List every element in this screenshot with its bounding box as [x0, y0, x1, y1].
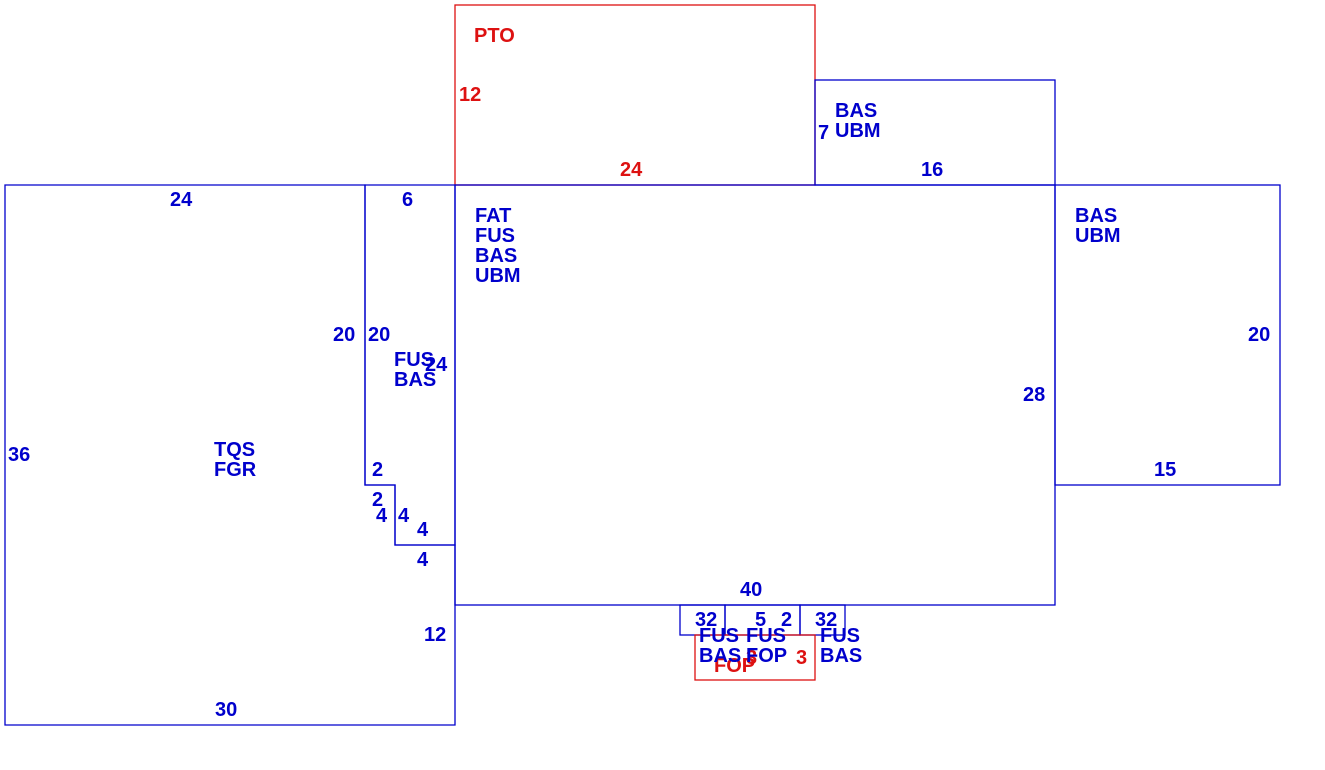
bay-middle-dimension-b: 2 — [781, 609, 792, 631]
strip-step-a-dimension: 2 — [372, 459, 383, 481]
bay-right-code-2: BAS — [820, 645, 862, 667]
fop-dimension-b: 3 — [796, 647, 807, 669]
bay-right-dimension: 32 — [815, 609, 837, 631]
bas-right-code-2: UBM — [1075, 225, 1121, 247]
bas-right-width-dimension: 15 — [1154, 459, 1176, 481]
strip-code-1: FUS — [394, 349, 434, 371]
main-code-2: FUS — [475, 225, 515, 247]
main-area-outline — [454, 184, 1056, 606]
bay-middle-code-1: FUS — [746, 625, 786, 647]
fop-dimension-a: 3 — [746, 647, 757, 669]
pto-width-dimension: 24 — [620, 159, 643, 181]
bas-top-width-dimension: 16 — [921, 159, 943, 181]
strip-top-dimension: 6 — [402, 189, 413, 211]
main-code-4: UBM — [475, 265, 521, 287]
fop-code-label: FOP — [714, 655, 755, 677]
garage-left-dimension: 36 — [8, 444, 30, 466]
bas-right-area-outline — [1054, 184, 1281, 486]
strip-step-d-dimension: 4 — [398, 505, 410, 527]
bas-right-height-dimension: 20 — [1248, 324, 1270, 346]
garage-bottom-dimension: 30 — [215, 699, 237, 721]
strip-area-outline — [364, 184, 456, 546]
main-code-1: FAT — [475, 205, 511, 227]
garage-inner-dimension: 20 — [333, 324, 355, 346]
garage-right-lower-dimension: 12 — [424, 624, 446, 646]
strip-step-f-dimension: 4 — [417, 549, 429, 571]
main-code-3: BAS — [475, 245, 517, 267]
bay-left-dimension: 32 — [695, 609, 717, 631]
fop-area-outline — [694, 634, 816, 681]
main-bottom-dimension: 40 — [740, 579, 762, 601]
bay-right-code-1: FUS — [820, 625, 860, 647]
garage-code-2: FGR — [214, 459, 257, 481]
garage-code-1: TQS — [214, 439, 255, 461]
strip-step-b-dimension: 2 — [372, 489, 383, 511]
bay-middle-dimension-a: 5 — [755, 609, 766, 631]
strip-right-dimension: 24 — [425, 354, 448, 376]
bas-top-height-dimension: 7 — [818, 122, 829, 144]
bay-left-code-1: FUS — [699, 625, 739, 647]
pto-height-dimension: 12 — [459, 84, 481, 106]
bas-top-code-1: BAS — [835, 100, 877, 122]
bas-top-code-2: UBM — [835, 120, 881, 142]
main-right-dimension: 28 — [1023, 384, 1045, 406]
strip-step-c-dimension: 4 — [376, 505, 388, 527]
pto-code-label: PTO — [474, 25, 515, 47]
bas-right-code-1: BAS — [1075, 205, 1117, 227]
garage-top-dimension: 24 — [170, 189, 193, 211]
bay-middle-code-2: FOP — [746, 645, 787, 667]
strip-code-2: BAS — [394, 369, 436, 391]
strip-step-e-dimension: 4 — [417, 519, 429, 541]
strip-left-dimension: 20 — [368, 324, 390, 346]
bay-left-code-2: BAS — [699, 645, 741, 667]
bay-right-outline — [799, 604, 846, 636]
